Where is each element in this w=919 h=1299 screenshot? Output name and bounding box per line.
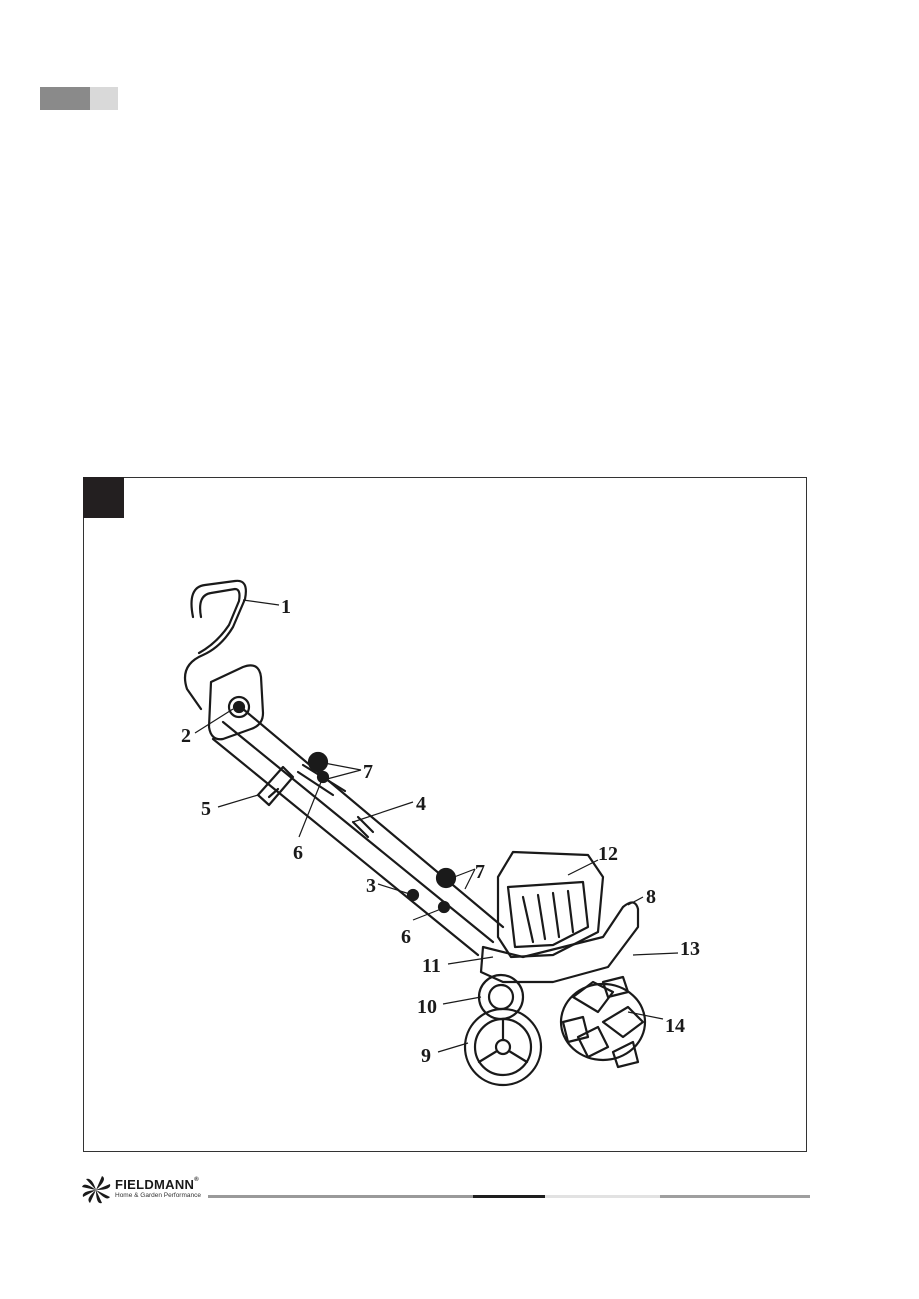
callout-11: 11: [422, 955, 441, 977]
leader-line-4: [353, 802, 413, 822]
callout-9: 9: [421, 1045, 431, 1067]
callout-10: 10: [417, 996, 437, 1018]
shaft-drawing: [213, 709, 503, 955]
callout-4: 4: [416, 793, 426, 815]
footer-rule-segment: [473, 1195, 545, 1198]
callout-8: 8: [646, 886, 656, 908]
callout-5: 5: [201, 798, 211, 820]
leader-line-5: [218, 795, 258, 807]
leader-line-1: [243, 600, 279, 605]
callout-7b: 7: [475, 861, 485, 883]
knob-drawing-upper: [309, 753, 327, 771]
leader-line-2: [195, 709, 233, 733]
brand-name: FIELDMANN®: [115, 1177, 199, 1192]
callout-3: 3: [366, 875, 376, 897]
footer-rule-segment: [660, 1195, 810, 1198]
tines-drawing: [561, 977, 645, 1067]
section-tab-dark: [40, 87, 90, 110]
callout-13: 13: [680, 938, 700, 960]
callout-12: 12: [598, 843, 618, 865]
callout-6b: 6: [401, 926, 411, 948]
footer-rule-segment: [208, 1195, 473, 1198]
leader-line-10: [443, 997, 481, 1004]
handle-drawing: [185, 581, 246, 709]
callout-2: 2: [181, 725, 191, 747]
leader-line-13: [633, 953, 678, 955]
callout-14: 14: [665, 1015, 685, 1037]
leader-line-11: [448, 957, 493, 964]
leader-line-6b: [413, 909, 441, 920]
brand-tagline: Home & Garden Performance: [115, 1192, 201, 1199]
footer-rule-segment: [545, 1195, 660, 1198]
tiller-diagram: 1 2 3 4 5 6 6 7 7 8 9 10 11 12 13 14: [83, 477, 807, 1152]
section-tab-light: [90, 87, 118, 110]
leader-line-6a: [299, 782, 321, 837]
leader-line-3: [378, 884, 413, 895]
callout-7a: 7: [363, 761, 373, 783]
callout-6a: 6: [293, 842, 303, 864]
leader-line-12: [568, 860, 598, 875]
callout-1: 1: [281, 596, 291, 618]
footer: FIELDMANN® Home & Garden Performance: [80, 1175, 810, 1205]
fieldmann-logo-icon: [80, 1175, 112, 1205]
leader-line-9: [438, 1043, 468, 1052]
